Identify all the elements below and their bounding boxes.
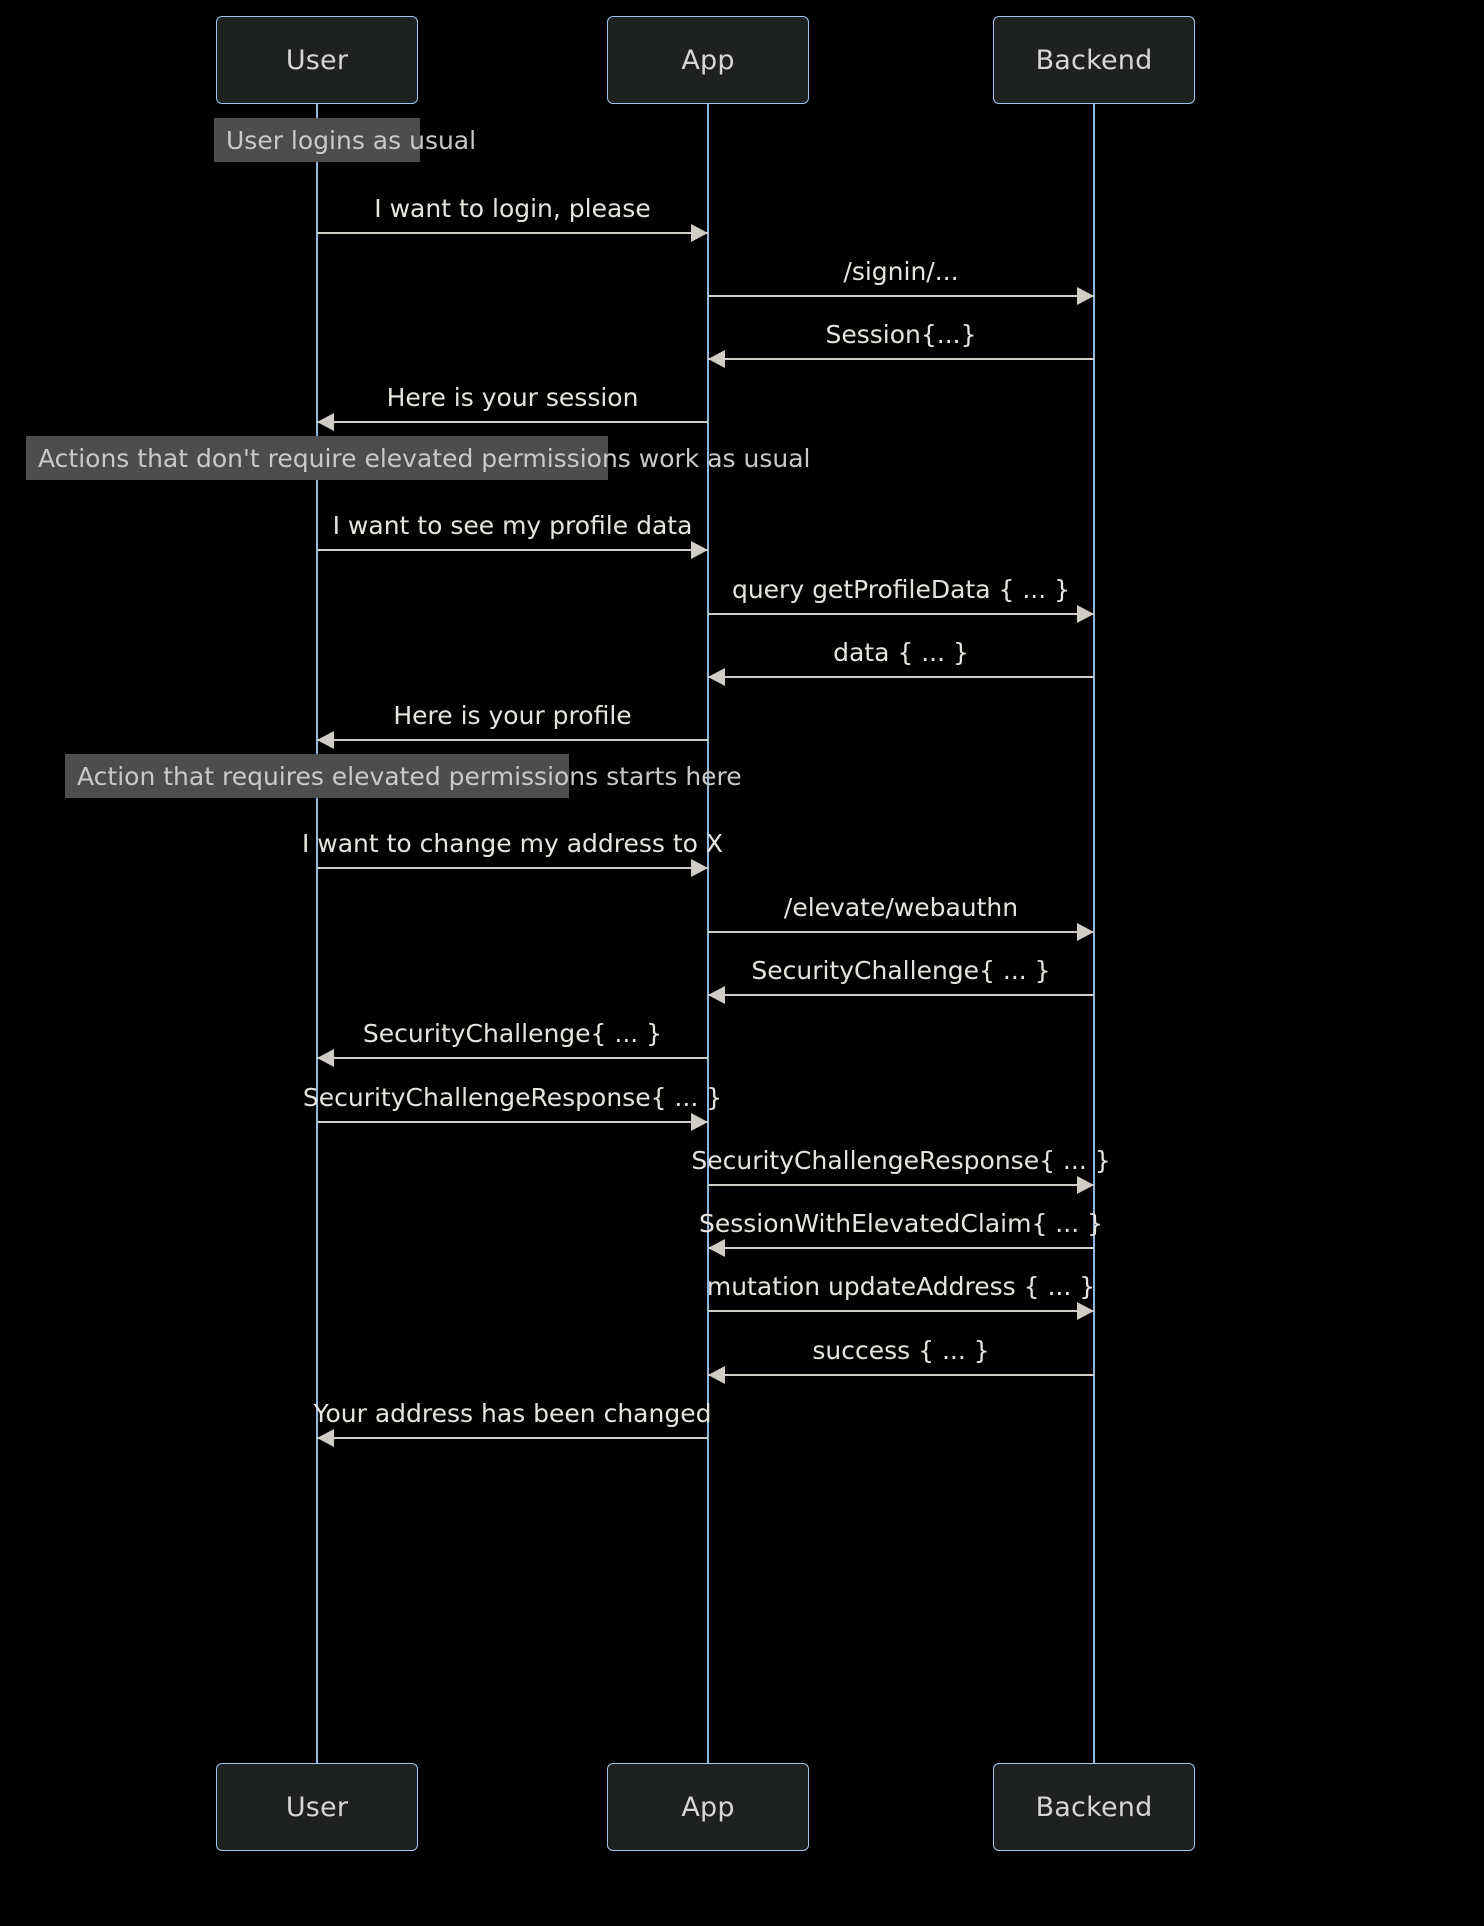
message-label: /elevate/webauthn: [783, 893, 1019, 922]
message-label: Here is your session: [386, 383, 639, 412]
arrow-head-right-icon: [691, 1113, 708, 1131]
message-line: [317, 1121, 708, 1124]
participant-top-app[interactable]: App: [607, 16, 809, 104]
message-line: [708, 295, 1094, 298]
message-line: [708, 1247, 1094, 1250]
message-line: [317, 739, 708, 742]
note-3: Action that requires elevated permission…: [65, 754, 742, 798]
message-label: I want to see my profile data: [332, 511, 693, 540]
participant-bottom-user[interactable]: User: [216, 1763, 418, 1851]
message-label: data { ... }: [833, 638, 969, 667]
message-line: [317, 1437, 708, 1440]
arrow-head-right-icon: [1077, 1302, 1094, 1320]
message-label: /signin/...: [843, 257, 959, 286]
message-label: I want to login, please: [374, 194, 651, 223]
arrow-head-right-icon: [691, 541, 708, 559]
message-line: [317, 232, 708, 235]
message-line: [708, 994, 1094, 997]
message-label: SessionWithElevatedClaim{ ... }: [698, 1209, 1104, 1238]
arrow-head-right-icon: [691, 224, 708, 242]
message-line: [317, 421, 708, 424]
message-label: I want to change my address to X: [301, 829, 724, 858]
message-label: Session{...}: [825, 320, 977, 349]
message-line: [708, 1310, 1094, 1313]
arrow-head-left-icon: [708, 668, 725, 686]
message-label: success { ... }: [812, 1336, 990, 1365]
message-label: SecurityChallengeResponse{ ... }: [691, 1146, 1111, 1175]
arrow-head-left-icon: [317, 1429, 334, 1447]
message-line: [317, 1057, 708, 1060]
participant-top-user[interactable]: User: [216, 16, 418, 104]
message-line: [317, 867, 708, 870]
message-line: [708, 931, 1094, 934]
arrow-head-right-icon: [1077, 605, 1094, 623]
lifeline-app: [706, 104, 710, 1763]
arrow-head-right-icon: [691, 859, 708, 877]
lifeline-backend: [1092, 104, 1096, 1763]
message-label: Your address has been changed: [313, 1399, 712, 1428]
arrow-head-right-icon: [1077, 287, 1094, 305]
arrow-head-left-icon: [317, 413, 334, 431]
arrow-head-left-icon: [317, 731, 334, 749]
participant-bottom-app[interactable]: App: [607, 1763, 809, 1851]
message-line: [708, 676, 1094, 679]
message-label: query getProfileData { ... }: [731, 575, 1071, 604]
message-label: SecurityChallengeResponse{ ... }: [302, 1083, 723, 1112]
arrow-head-left-icon: [708, 986, 725, 1004]
message-line: [708, 358, 1094, 361]
arrow-head-left-icon: [708, 1239, 725, 1257]
arrow-head-left-icon: [317, 1049, 334, 1067]
message-line: [317, 549, 708, 552]
message-line: [708, 1184, 1094, 1187]
lifeline-user: [315, 104, 319, 1763]
message-line: [708, 613, 1094, 616]
message-label: mutation updateAddress { ... }: [706, 1272, 1096, 1301]
note-2: Actions that don't require elevated perm…: [26, 436, 810, 480]
note-1: User logins as usual: [214, 118, 476, 162]
arrow-head-left-icon: [708, 1366, 725, 1384]
arrow-head-right-icon: [1077, 1176, 1094, 1194]
arrow-head-left-icon: [708, 350, 725, 368]
arrow-head-right-icon: [1077, 923, 1094, 941]
message-label: Here is your profile: [393, 701, 632, 730]
message-line: [708, 1374, 1094, 1377]
participant-top-backend[interactable]: Backend: [993, 16, 1195, 104]
message-label: SecurityChallenge{ ... }: [751, 956, 1051, 985]
message-label: SecurityChallenge{ ... }: [362, 1019, 663, 1048]
participant-bottom-backend[interactable]: Backend: [993, 1763, 1195, 1851]
